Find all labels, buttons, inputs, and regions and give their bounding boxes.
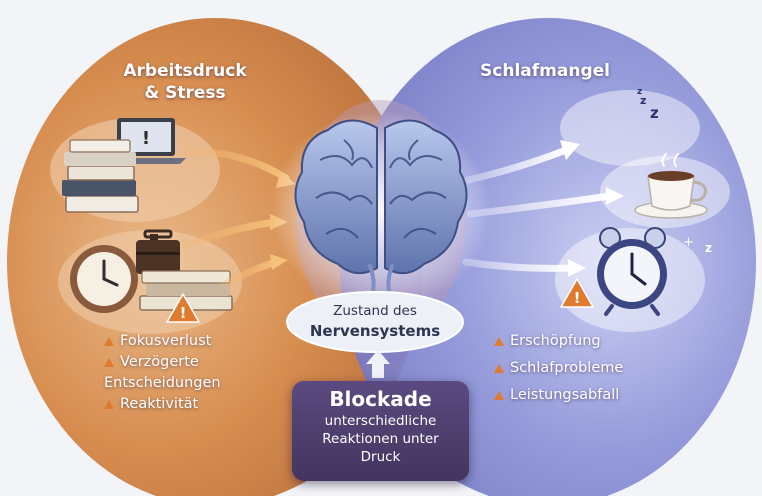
svg-text:+: + [683,235,694,250]
moon-icon: z z z [603,87,659,144]
arrow-stress-mid [181,218,280,250]
list-item: Leistungsabfall [494,385,664,406]
stress-title: Arbeitsdruck & Stress [110,60,260,104]
bullet-triangle-icon [494,391,504,400]
svg-text:!: ! [574,289,581,307]
arrow-sleep-low [462,258,578,272]
blockade-title: Blockade [329,387,432,411]
svg-text:z: z [650,104,659,122]
svg-text:z: z [637,87,642,97]
nervous-system-state-label: Zustand des Nervensystems [291,301,459,342]
warning-icon-right: ! [560,278,594,308]
stress-title-line2: & Stress [144,83,226,103]
list-item: Reaktivität [104,394,274,415]
bullet-triangle-icon [104,358,114,367]
coffee-cup-icon [634,153,708,219]
blockade-box: Blockade unterschiedliche Reaktionen unt… [292,381,469,481]
list-item: Fokusverlust [104,331,274,352]
stress-title-line1: Arbeitsdruck [123,61,247,81]
svg-text:!: ! [180,304,187,322]
books-icon-lower [139,270,233,311]
arrow-stress-top [186,148,290,182]
list-item: Schlafprobleme [494,358,664,379]
alarm-clock-icon: + z [597,227,712,316]
list-item: Verzögerte [104,352,274,373]
svg-text:!: ! [142,128,150,149]
list-item-continued: Entscheidungen [104,375,221,391]
state-line1: Zustand des [333,303,417,319]
bullet-triangle-icon [494,337,504,346]
svg-text:z: z [640,94,646,107]
bullet-triangle-icon [494,364,504,373]
bullet-triangle-icon [104,400,114,409]
laptop-icon: ! [108,118,186,164]
stress-effects-list: Fokusverlust Verzögerte Entscheidungen R… [104,331,274,415]
blockade-description: unterschiedliche Reaktionen unter Druck [322,413,439,465]
wall-clock-icon [70,245,138,313]
bullet-triangle-icon [104,337,114,346]
sleep-effects-list: Erschöpfung Schlafprobleme Leistungsabfa… [494,331,664,412]
sleep-title: Schlafmangel [480,61,610,81]
svg-text:z: z [705,241,712,255]
state-line2: Nervensystems [309,322,441,340]
briefcase-icon [136,229,180,274]
list-item: Erschöpfung [494,331,664,352]
warning-icon: ! [166,293,200,323]
arrow-up-to-state [366,350,390,364]
state-ellipse [286,291,464,353]
books-icon [62,139,139,213]
